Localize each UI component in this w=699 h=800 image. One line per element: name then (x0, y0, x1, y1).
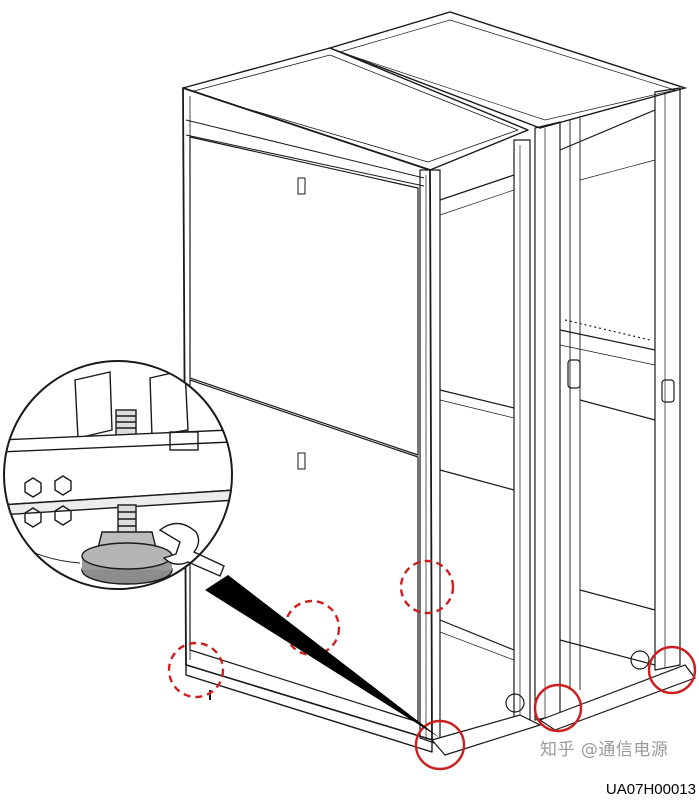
left-cabinet-frame (419, 139, 542, 756)
solid-circle-marker (414, 719, 466, 771)
watermark-text: 知乎 @通信电源 (540, 740, 669, 760)
left-cabinet (182, 47, 529, 753)
right-cabinet (327, 11, 696, 731)
callout-pointer (205, 575, 440, 738)
solid-circle-marker (533, 683, 583, 733)
figure-code: UA07H00013 (605, 781, 696, 798)
dashed-circle-marker (399, 559, 455, 615)
dashed-circle-marker (167, 641, 225, 699)
leveling-foot-markers (167, 559, 697, 771)
wrench-icon (158, 522, 225, 577)
solid-circle-marker (647, 645, 697, 695)
leveling-foot-detail-icon (3, 360, 233, 590)
